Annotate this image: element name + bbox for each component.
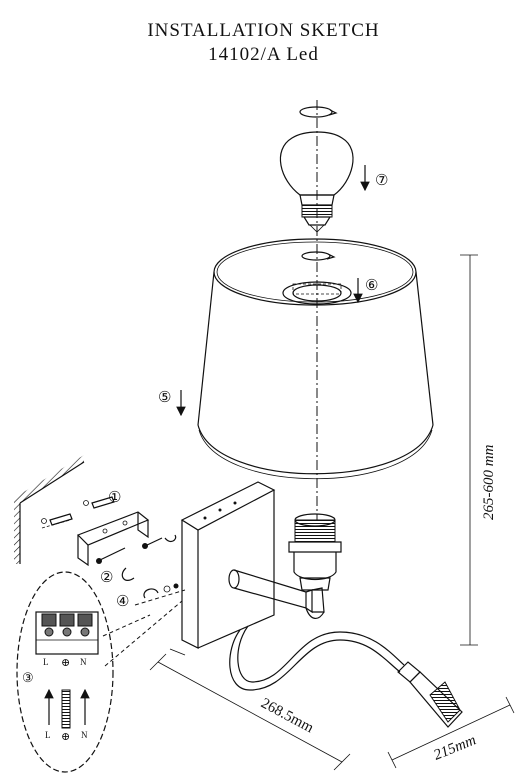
depth-dimension-line: [149, 648, 351, 771]
wall-plate: [180, 481, 276, 649]
terminal-label-l: L: [43, 657, 49, 667]
terminal-label-n: N: [80, 657, 87, 667]
step-6-label: ⑥: [365, 278, 378, 294]
wall: [14, 455, 85, 564]
led-reading-head: [397, 661, 463, 728]
height-dimension: 265-600 mm: [481, 444, 497, 520]
width-dimension-line: [387, 696, 515, 769]
led-bulb: [279, 131, 354, 233]
callout-leader-2: [102, 614, 151, 637]
wire-label-l: L: [45, 730, 51, 740]
mounting-bracket: [76, 511, 150, 567]
wire-label-earth: ⊕: [61, 731, 70, 743]
step-5-label: ⑤: [158, 390, 171, 406]
wire-label-n: N: [81, 730, 88, 740]
callout-leader: [104, 600, 183, 667]
model-number: 14102/A Led: [208, 44, 319, 65]
step-1-label: ①: [108, 490, 121, 506]
step-2-label: ②: [100, 570, 113, 586]
wiring-callout: [16, 571, 114, 773]
supply-wires: [44, 688, 90, 729]
lamp-socket: [288, 513, 342, 591]
terminal-block: [35, 611, 99, 655]
lamp-arm: [228, 569, 325, 619]
terminal-label-earth: ⊕: [61, 657, 70, 669]
rotate-ring-arrow-icon: [301, 251, 336, 261]
height-dimension-line: [460, 254, 478, 646]
depth-dimension: 268.5mm: [258, 695, 316, 736]
nut-washer-icon: [143, 583, 179, 599]
hook-icon: [121, 567, 135, 581]
rotate-arrow-icon: [299, 106, 338, 118]
sketch-title: INSTALLATION SKETCH: [147, 20, 380, 41]
lamp-shade: [197, 238, 434, 480]
flex-reading-arm: [229, 625, 405, 691]
wall-anchors: [41, 496, 115, 526]
width-dimension: 215mm: [432, 732, 479, 763]
screws: [96, 537, 163, 564]
step-7-label: ⑦: [375, 173, 388, 189]
hook-icon-2: [164, 534, 177, 543]
step4-guide: [134, 589, 186, 606]
step-4-label: ④: [116, 594, 129, 610]
step-3-label: ③: [22, 670, 34, 685]
